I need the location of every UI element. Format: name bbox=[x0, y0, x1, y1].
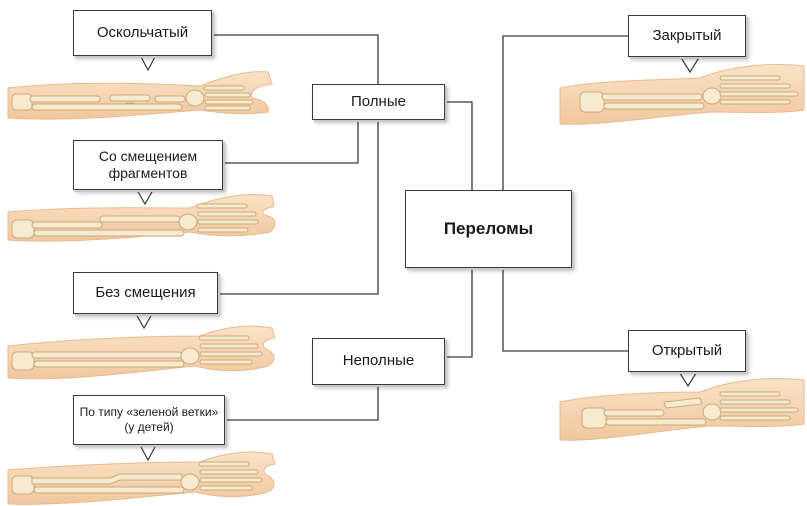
category-label-incomplete: Неполные bbox=[343, 352, 414, 371]
arm-closed-illustration bbox=[560, 65, 804, 125]
type-label-comminuted: Оскольчатый bbox=[97, 24, 188, 43]
type-box-greenstick: По типу «зеленой ветки» (у детей) bbox=[73, 395, 225, 445]
type-label-non-displaced: Без смещения bbox=[95, 284, 195, 303]
type-label-closed: Закрытый bbox=[652, 27, 721, 46]
arm-displaced-illustration bbox=[8, 195, 275, 242]
type-box-open: Открытый bbox=[628, 330, 746, 372]
type-box-comminuted: Оскольчатый bbox=[73, 10, 212, 56]
center-label: Переломы bbox=[444, 218, 533, 239]
arm-non-displaced-illustration bbox=[8, 326, 275, 379]
type-box-closed: Закрытый bbox=[628, 15, 746, 57]
type-label-open: Открытый bbox=[652, 342, 722, 361]
category-label-complete: Полные bbox=[351, 93, 406, 112]
category-box-incomplete: Неполные bbox=[312, 338, 445, 385]
arm-comminuted-illustration bbox=[8, 72, 272, 119]
type-label-greenstick: По типу «зеленой ветки» (у детей) bbox=[78, 405, 220, 435]
type-box-non-displaced: Без смещения bbox=[73, 272, 218, 314]
arm-open-illustration bbox=[560, 379, 804, 441]
arm-greenstick-illustration bbox=[8, 452, 275, 504]
center-box-fractures: Переломы bbox=[405, 190, 572, 268]
type-box-displaced: Со смещением фрагментов bbox=[73, 140, 223, 190]
type-label-displaced: Со смещением фрагментов bbox=[78, 148, 218, 183]
category-box-complete: Полные bbox=[312, 84, 445, 120]
